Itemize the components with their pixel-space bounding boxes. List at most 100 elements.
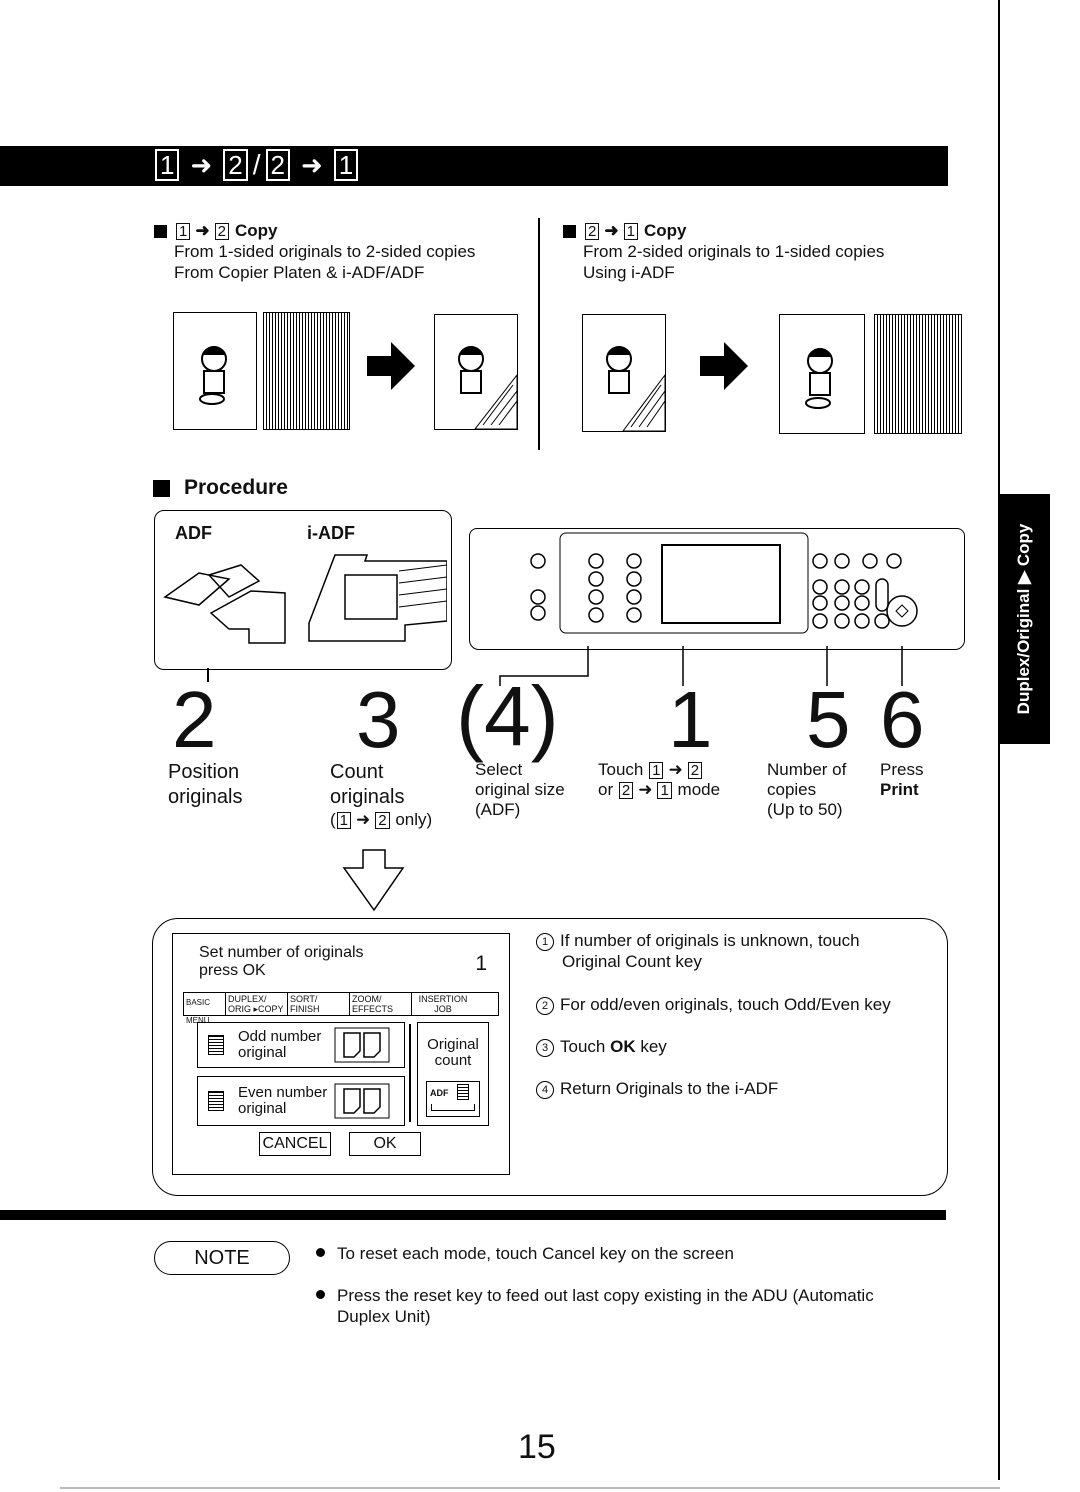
- document-stack-icon: [208, 1091, 224, 1111]
- text: mode: [677, 780, 721, 799]
- odd-number-original-button[interactable]: Odd number original: [197, 1022, 405, 1068]
- step-text-line: Count: [330, 761, 384, 783]
- step-text-line: Position: [168, 761, 240, 783]
- key-from: 1: [336, 812, 352, 829]
- section-title: Copy: [234, 221, 278, 240]
- mode-key-4: 1: [333, 149, 359, 181]
- arrow-right-icon: ➜: [638, 780, 653, 799]
- step-text-line: copies: [767, 780, 817, 799]
- section-side-tab: Duplex/Original ▶ Copy: [998, 494, 1050, 744]
- iadf-label: i-ADF: [307, 523, 355, 543]
- step-6-text: Press Print: [880, 760, 923, 800]
- tab-basic-menu[interactable]: BASIC MENU: [184, 993, 226, 1025]
- touch-screen-mockup: Set number of originals press OK 1 BASIC…: [172, 933, 510, 1175]
- duplex-pages-icon: [334, 1083, 390, 1119]
- key-to: 1: [623, 222, 638, 240]
- adf-illustration-box: ADF i-ADF: [154, 510, 452, 670]
- ok-button[interactable]: OK: [349, 1132, 421, 1156]
- bottom-rule: [60, 1487, 1000, 1489]
- bullet-square-icon: [563, 224, 576, 238]
- bullet-dot-icon: [316, 1248, 325, 1257]
- instruction-item: 4 Return Originals to the i-ADF: [536, 1078, 778, 1099]
- copy-page-front-illustration: [779, 314, 865, 434]
- circled-number: 4: [536, 1081, 554, 1099]
- note-badge: NOTE: [154, 1241, 290, 1275]
- even-number-original-button[interactable]: Even number original: [197, 1076, 405, 1126]
- label-line: original: [238, 1100, 287, 1117]
- screen-tabs: BASIC MENU DUPLEX/ ORIG ▸COPY SORT/ FINI…: [183, 992, 499, 1025]
- key-2: 2: [687, 762, 703, 779]
- step-number-4: (4): [456, 669, 559, 763]
- instruction-text: For odd/even originals, touch Odd/Even k…: [560, 995, 891, 1014]
- step-number-2: 2: [172, 675, 217, 764]
- step-text-line: Print: [880, 780, 919, 799]
- circled-number: 3: [536, 1039, 554, 1057]
- step-text-line: originals: [168, 786, 243, 808]
- key-from: 1: [176, 222, 191, 240]
- tab-zoom-effects[interactable]: ZOOM/ EFFECTS: [350, 993, 412, 1015]
- screen-message-line: Set number of originals: [199, 944, 364, 961]
- screen-instruction-box: [152, 918, 948, 1196]
- slash: /: [252, 149, 261, 180]
- cartoon-boy-icon: [805, 348, 833, 409]
- document-stack-icon: [208, 1035, 224, 1055]
- control-panel-illustration: [469, 528, 965, 650]
- cancel-button[interactable]: CANCEL: [259, 1132, 331, 1156]
- adf-icon-label: ADF: [430, 1088, 449, 1098]
- desc-line: From 2-sided originals to 1-sided copies: [583, 242, 885, 261]
- document-stack-icon: [457, 1084, 469, 1100]
- even-label: Even number original: [238, 1085, 327, 1117]
- page-number: 15: [518, 1428, 556, 1466]
- section-title: Copy: [643, 221, 687, 240]
- original-page-back-illustration: [263, 312, 350, 430]
- section-2-to-1: 2 ➜ 1 Copy From 2-sided originals to 1-s…: [563, 221, 884, 283]
- step-text-line: Select: [475, 760, 523, 779]
- title-bar: 1 ➜ 2 / 2 ➜ 1: [0, 146, 948, 186]
- label-line: count: [434, 1052, 472, 1069]
- column-divider: [538, 218, 540, 450]
- bullet-square-icon: [154, 224, 167, 238]
- large-arrow-right-icon: [367, 342, 415, 390]
- mode-key-3: 2: [265, 149, 290, 181]
- step-text-line: Number of: [767, 760, 847, 779]
- step-number-3: 3: [356, 675, 401, 764]
- control-panel-icon: [530, 532, 918, 634]
- instruction-text: Return Originals to the i-ADF: [560, 1079, 779, 1098]
- duplex-pages-icon: [334, 1027, 390, 1063]
- original-page-front-illustration: [173, 312, 257, 430]
- step-1-text: Touch 1➜2 or 2➜1 mode: [598, 760, 720, 800]
- adf-icon: ADF: [426, 1081, 480, 1117]
- duplex-original-illustration: [582, 314, 666, 432]
- key-to: 2: [214, 222, 229, 240]
- instruction-text: key: [635, 1037, 667, 1056]
- step-text-line: (Up to 50): [767, 800, 843, 819]
- note-text: To reset each mode, touch Cancel key on …: [337, 1244, 734, 1263]
- screen-message: Set number of originals press OK: [199, 944, 364, 980]
- step-4-text: Select original size (ADF): [475, 760, 565, 820]
- arrow-right-icon: ➜: [356, 810, 371, 829]
- duplex-copy-illustration: [434, 314, 518, 430]
- mode-key-2: 2: [223, 149, 248, 181]
- large-arrow-right-icon: [700, 342, 748, 390]
- tab-duplex-orig-copy[interactable]: DUPLEX/ ORIG ▸COPY: [226, 993, 288, 1015]
- text: Touch: [598, 760, 644, 779]
- step-5-text: Number of copies (Up to 50): [767, 760, 846, 820]
- step-2-text: Position originals: [168, 760, 242, 810]
- instruction-text: If number of originals is unknown, touch: [560, 931, 860, 950]
- odd-label: Odd number original: [238, 1029, 321, 1061]
- panel-leader-lines: [499, 646, 903, 686]
- section-rule: [0, 1210, 946, 1220]
- bullet-dot-icon: [316, 1290, 325, 1299]
- text: or: [598, 780, 614, 799]
- key-2: 2: [618, 782, 634, 799]
- section-1-to-2: 1 ➜ 2 Copy From 1-sided originals to 2-s…: [154, 221, 475, 283]
- arrow-right-icon: ➜: [195, 221, 210, 240]
- leader-line: [207, 668, 209, 682]
- key-to: 2: [375, 812, 390, 829]
- tab-sort-finish[interactable]: SORT/ FINISH: [288, 993, 350, 1015]
- tab-insertion-job[interactable]: INSERTION JOB: [418, 994, 468, 1014]
- original-count-button[interactable]: Original count ADF: [417, 1022, 489, 1126]
